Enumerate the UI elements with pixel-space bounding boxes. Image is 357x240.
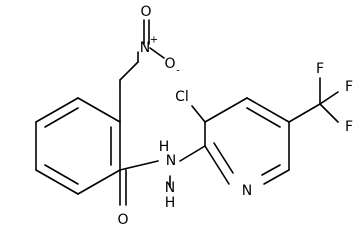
bond <box>263 169 290 185</box>
double-bond-inner <box>246 107 281 128</box>
bond <box>288 103 321 123</box>
nitro-minus-charge: - <box>176 66 180 77</box>
nitroethyl-chain <box>119 19 165 123</box>
nitro-nitrogen: N <box>140 40 150 56</box>
fluorine-top: F <box>316 61 324 77</box>
double-bond-inner <box>44 164 79 185</box>
hydrazide-linker <box>119 145 206 206</box>
double-bond-inner <box>44 107 79 128</box>
nitro-oxygen-right: O <box>164 56 175 72</box>
bond <box>149 47 165 59</box>
bond <box>191 105 206 123</box>
bond <box>179 145 206 162</box>
pyridine-nitrogen: N <box>242 183 252 199</box>
bond <box>77 97 121 123</box>
double-bond-inner <box>261 164 281 176</box>
hydrazide-n-upper: N <box>166 153 176 169</box>
bond <box>35 97 79 123</box>
fluorine-right-upper: F <box>345 79 353 95</box>
bond <box>319 91 339 105</box>
bond <box>119 160 159 171</box>
carbonyl-oxygen: O <box>117 212 128 228</box>
bond <box>204 97 248 123</box>
nitro-plus-charge: + <box>150 35 158 46</box>
bond <box>246 97 290 123</box>
bond <box>119 61 139 81</box>
bond <box>319 103 339 123</box>
bond <box>35 169 79 195</box>
hydrazide-n-lower: N <box>165 180 175 196</box>
fluorine-right-lower: F <box>345 119 353 135</box>
bond <box>204 145 230 185</box>
hydrazide-h-upper: H <box>159 139 170 155</box>
hydrazide-h-lower: H <box>165 195 176 211</box>
pyridine-ring <box>204 97 290 185</box>
chlorine-atom: Cl <box>175 89 189 105</box>
benzene-ring <box>35 97 121 195</box>
bond <box>77 169 121 195</box>
nitro-oxygen-top: O <box>140 4 151 20</box>
trifluoromethyl-group <box>288 77 339 123</box>
double-bond-inner <box>213 142 234 174</box>
